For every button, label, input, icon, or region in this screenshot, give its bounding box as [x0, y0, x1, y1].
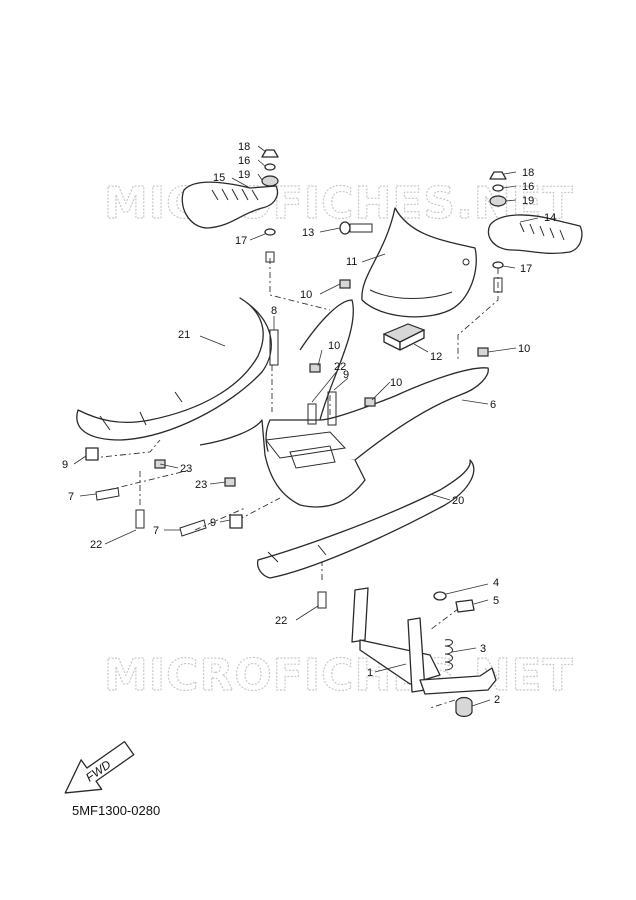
- side-cover-21: [76, 297, 272, 441]
- footrest-right: [487, 214, 583, 255]
- callout-22-a: 22: [334, 361, 346, 373]
- hardware-stack-left: [261, 149, 279, 263]
- callout-19-right: 19: [522, 195, 534, 207]
- callout-16-right: 16: [522, 181, 534, 193]
- callout-16-left: 16: [238, 155, 250, 167]
- callout-11: 11: [346, 256, 357, 268]
- callout-7-a: 7: [68, 491, 74, 503]
- footrest-left: [181, 181, 279, 229]
- callout-1: 1: [367, 667, 373, 679]
- callout-2: 2: [494, 694, 500, 706]
- callout-15: 15: [213, 172, 225, 184]
- bolts: [85, 329, 337, 609]
- callout-13: 13: [302, 227, 314, 239]
- callout-5: 5: [493, 595, 499, 607]
- callout-10-d: 10: [390, 377, 402, 389]
- callout-9-b: 9: [210, 517, 216, 529]
- callout-4: 4: [493, 577, 499, 589]
- callout-23-b: 23: [195, 479, 207, 491]
- callout-9-a: 9: [62, 459, 68, 471]
- spring-3: [444, 639, 453, 671]
- callout-22-b: 22: [90, 539, 102, 551]
- hardware-stack-right: [489, 171, 507, 293]
- floorboard-6: [199, 299, 489, 508]
- callout-21: 21: [178, 329, 190, 341]
- callout-7-b: 7: [153, 525, 159, 537]
- rubber-2: [455, 696, 473, 718]
- inner-cover-11: [361, 207, 477, 318]
- callout-10-c: 10: [328, 340, 340, 352]
- callout-18-right: 18: [522, 167, 534, 179]
- callout-20: 20: [452, 495, 464, 507]
- callout-23-a: 23: [180, 463, 192, 475]
- callout-17-right: 17: [520, 263, 532, 275]
- callout-8-b: 9: [343, 369, 349, 381]
- watermark-bottom: MICROFICHES.NET: [104, 650, 574, 701]
- washer-bolt-4-5: [433, 591, 475, 613]
- side-stand-1: [351, 587, 497, 695]
- callout-3: 3: [480, 643, 486, 655]
- pad-12: [382, 323, 426, 351]
- callout-12: 12: [430, 351, 442, 363]
- callout-18-left: 18: [238, 141, 250, 153]
- callout-10-b: 10: [518, 343, 530, 355]
- callouts: 18 16 19 15 17 18 16 19 14 17 13 11 10 1…: [62, 141, 556, 706]
- fwd-arrow: FWD: [64, 741, 135, 794]
- side-cover-20: [256, 459, 475, 579]
- callout-17-left: 17: [235, 235, 247, 247]
- callout-22-c: 22: [275, 615, 287, 627]
- callout-8-a: 8: [271, 305, 277, 317]
- callout-14: 14: [544, 212, 556, 224]
- callout-6: 6: [490, 399, 496, 411]
- leader-lines: [73, 145, 539, 707]
- callout-10-a: 10: [300, 289, 312, 301]
- callout-19-left: 19: [238, 169, 250, 181]
- diagram-code: 5MF1300-0280: [72, 803, 160, 818]
